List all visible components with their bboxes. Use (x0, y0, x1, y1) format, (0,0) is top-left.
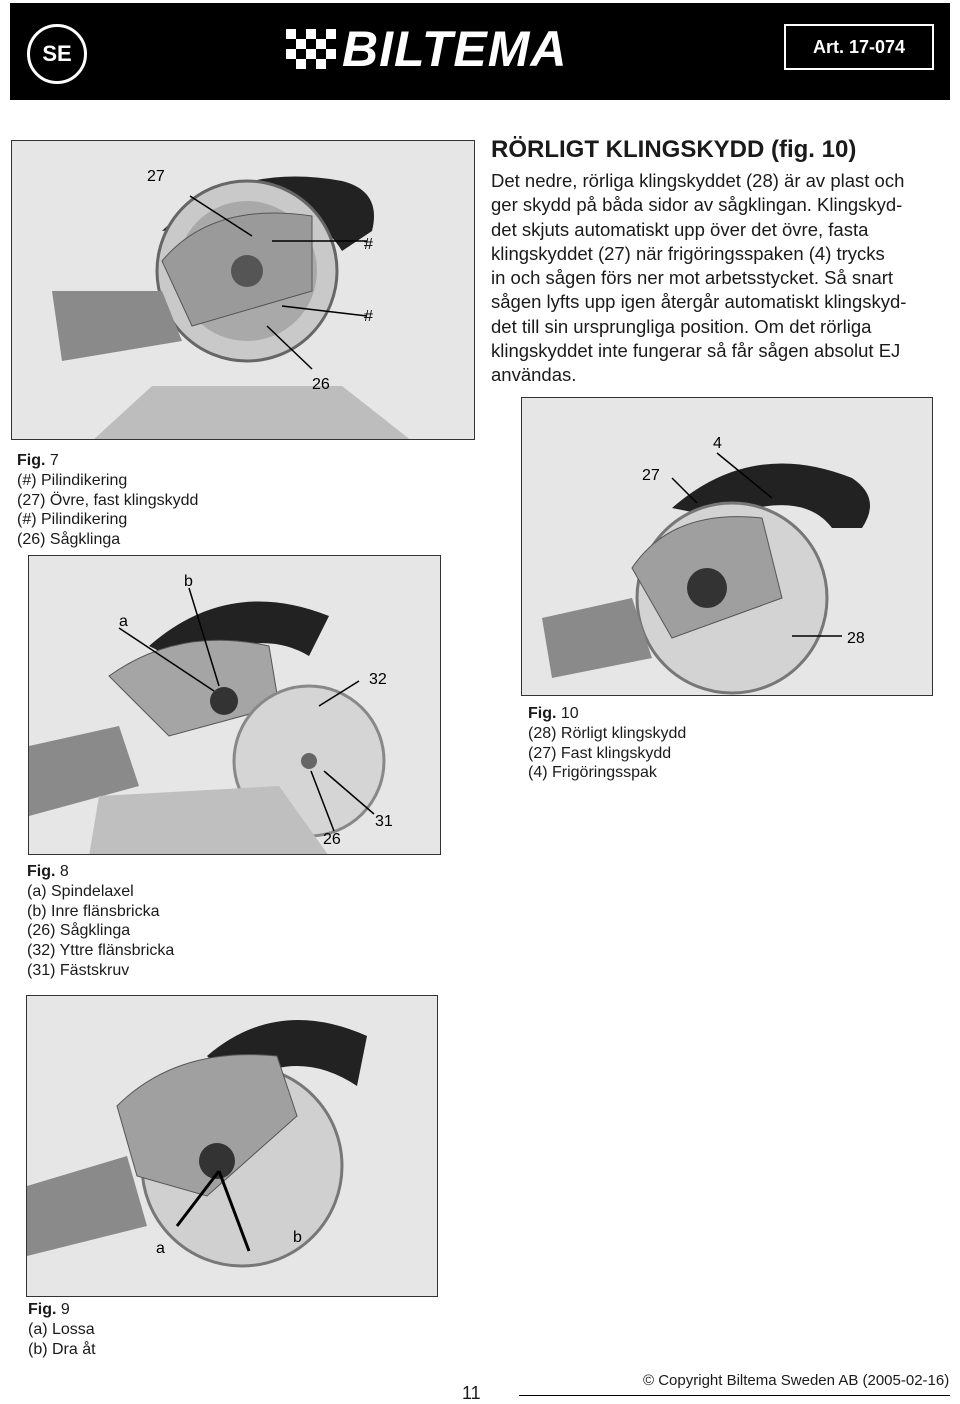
caption-line: (#) Pilindikering (17, 511, 128, 529)
caption-label: Fig. (27, 863, 56, 880)
caption-line: (27) Fast klingskydd (528, 744, 672, 762)
caption-line: (b) Inre flänsbricka (27, 902, 160, 920)
language-badge: SE (27, 24, 87, 84)
callout-a: a (156, 1240, 165, 1257)
callout-32: 32 (369, 671, 387, 688)
figure-8-caption: Fig. 8 (a) Spindelaxel (b) Inre flänsbri… (27, 862, 174, 981)
caption-line: (#) Pilindikering (17, 471, 128, 489)
callout-26: 26 (312, 376, 330, 393)
callout-b: b (293, 1229, 302, 1246)
caption-line: (32) Yttre flänsbricka (27, 942, 175, 960)
callout-hash-bottom: # (364, 308, 373, 325)
callout-4: 4 (713, 435, 722, 452)
figure-10-image: 4 27 28 (521, 397, 933, 696)
figure-8-image: a b 32 26 31 (28, 555, 441, 855)
caption-line: (27) Övre, fast klingskydd (17, 491, 199, 509)
caption-label: Fig. (17, 452, 46, 469)
body-line: in och sågen förs ner mot arbetsstycket.… (491, 267, 894, 289)
footer-rule (519, 1395, 950, 1396)
arbor-bolt-illustration: a b (27, 996, 437, 1296)
caption-number: 8 (59, 863, 69, 880)
caption-number: 7 (49, 452, 59, 469)
body-line: Det nedre, rörliga klingskyddet (28) är … (491, 170, 905, 191)
callout-b: b (184, 573, 193, 590)
callout-28: 28 (847, 630, 865, 647)
body-line: sågen lyfts upp igen återgår automatiskt… (491, 291, 907, 313)
section-title: RÖRLIGT KLINGSKYDD (fig. 10) (491, 136, 857, 163)
body-line: användas. (491, 364, 577, 386)
body-line: klingskyddet (27) när frigöringsspaken (… (491, 242, 885, 264)
figure-7-caption: Fig. 7 (#) Pilindikering (27) Övre, fast… (17, 451, 198, 550)
callout-31: 31 (375, 813, 393, 830)
miter-saw-illustration: 27 # # 26 (12, 141, 474, 439)
caption-line: (4) Frigöringsspak (528, 764, 657, 782)
caption-line: (a) Spindelaxel (27, 882, 134, 900)
caption-line: (26) Sågklinga (27, 922, 131, 940)
caption-line: (31) Fästskruv (27, 961, 130, 979)
article-number: Art. 17-074 (784, 24, 934, 70)
figure-9-image: a b (26, 995, 438, 1297)
caption-number: 9 (60, 1301, 70, 1318)
brand-name: BILTEMA (342, 21, 568, 77)
miter-saw-guard-illustration: 4 27 28 (522, 398, 932, 695)
brand-logo: BILTEMA (286, 24, 676, 74)
caption-label: Fig. (528, 705, 557, 722)
callout-27: 27 (642, 467, 660, 484)
caption-line: (28) Rörligt klingskydd (528, 724, 687, 742)
body-line: ger skydd på båda sidor av sågklingan. K… (491, 194, 903, 216)
body-line: det till sin ursprungliga position. Om d… (491, 315, 872, 337)
callout-26: 26 (323, 831, 341, 848)
figure-7-image: 27 # # 26 (11, 140, 475, 440)
caption-label: Fig. (28, 1301, 57, 1318)
caption-line: (26) Sågklinga (17, 531, 121, 549)
body-line: det skjuts automatiskt upp över det övre… (491, 218, 869, 240)
figure-9-caption: Fig. 9 (a) Lossa (b) Dra åt (28, 1300, 96, 1359)
callout-hash-top: # (364, 236, 373, 253)
checkered-flag-icon (286, 29, 336, 69)
caption-line: (b) Dra åt (28, 1340, 96, 1358)
callout-a: a (119, 613, 128, 630)
header-bar (10, 3, 950, 100)
caption-line: (a) Lossa (28, 1320, 95, 1338)
page-number: 11 (462, 1383, 481, 1403)
callout-27: 27 (147, 168, 165, 185)
blade-change-illustration: a b 32 26 31 (29, 556, 440, 854)
figure-10-caption: Fig. 10 (28) Rörligt klingskydd (27) Fas… (528, 704, 686, 783)
caption-number: 10 (560, 705, 579, 722)
body-line: klingskyddet inte fungerar så får sågen … (491, 340, 901, 362)
section-body: Det nedre, rörliga klingskyddet (28) är … (491, 169, 931, 388)
copyright-notice: © Copyright Biltema Sweden AB (2005-02-1… (643, 1372, 950, 1389)
